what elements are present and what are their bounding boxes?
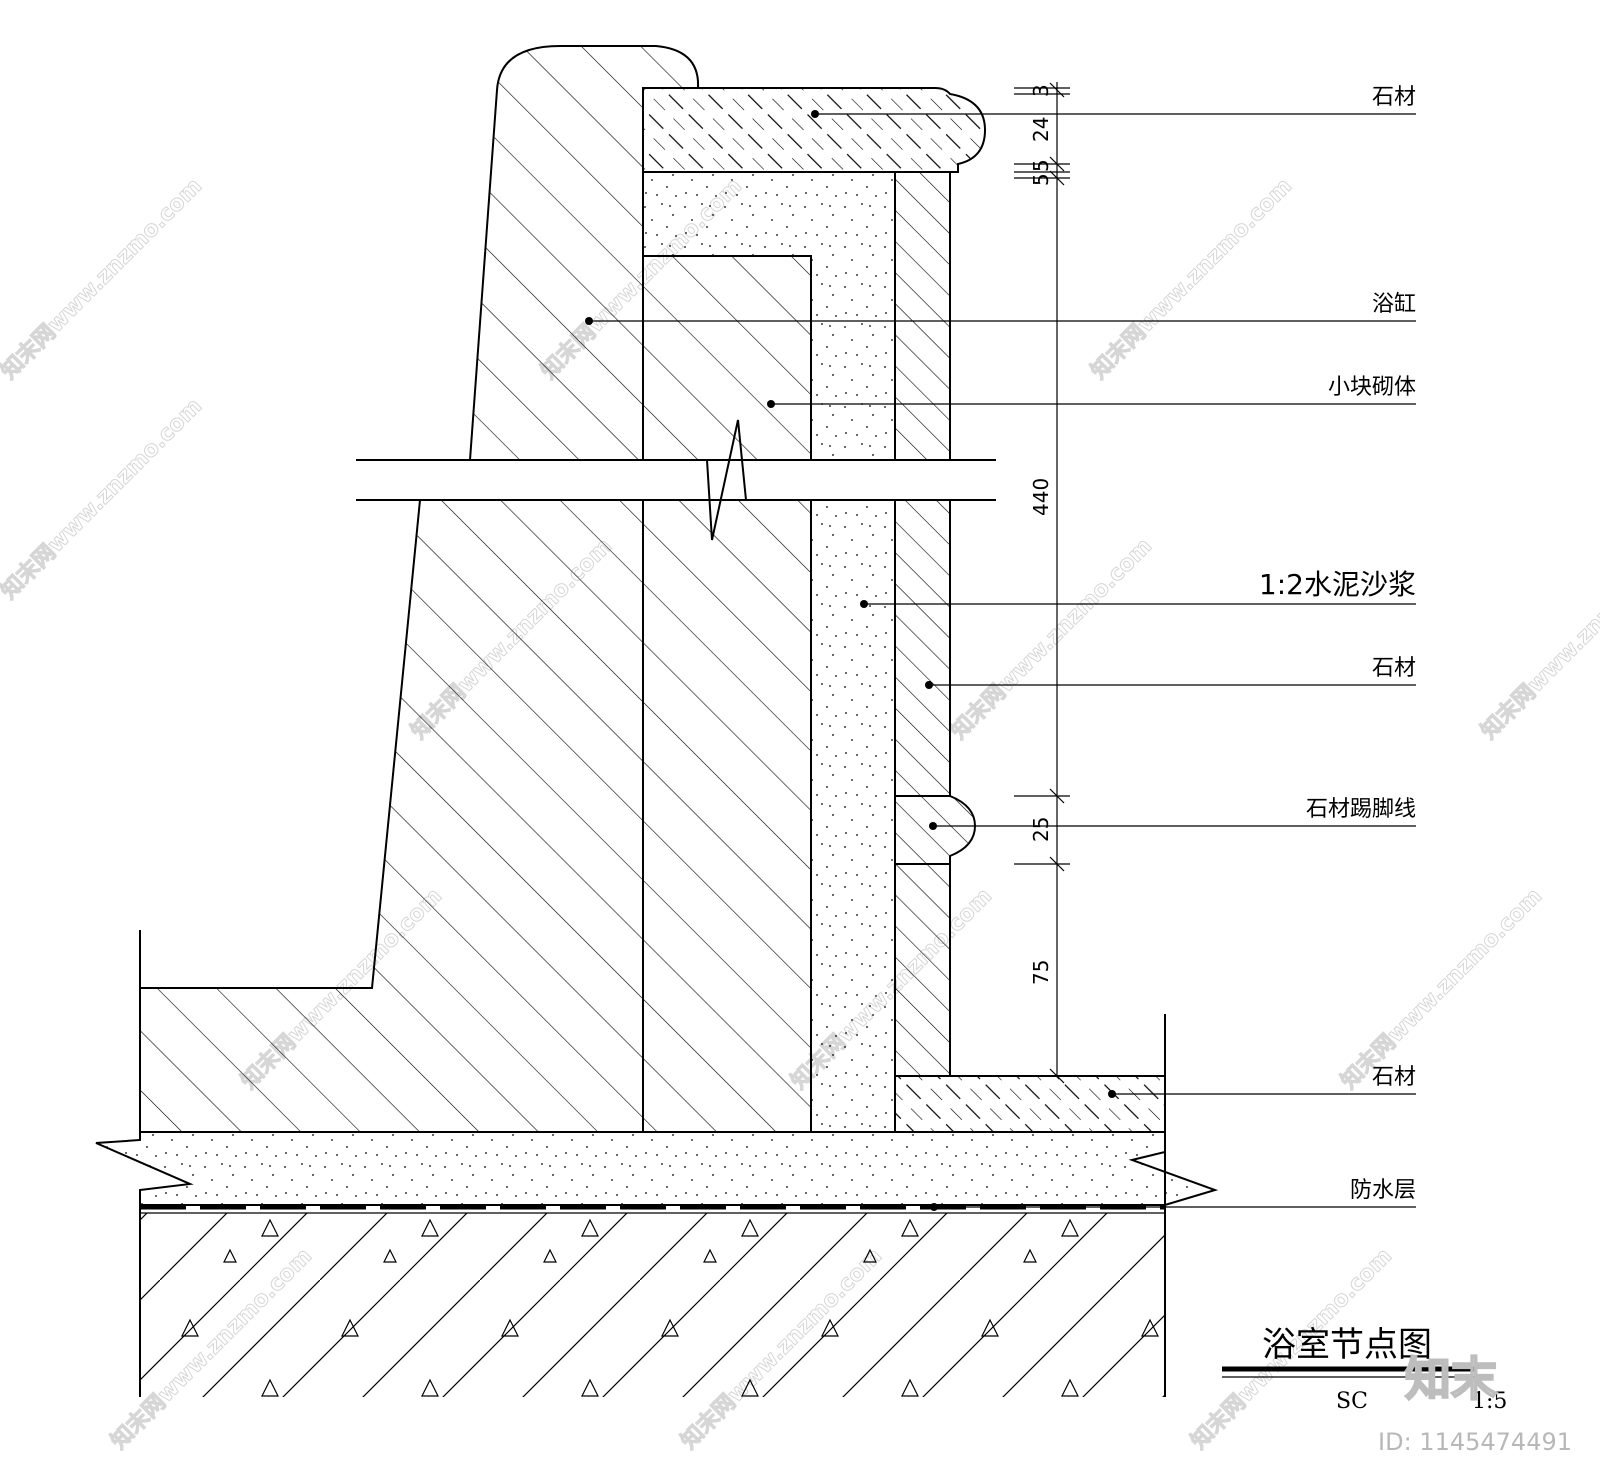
title-block: 浴室节点图 SC 1:5 xyxy=(1222,1325,1507,1414)
watermark-text: 知末网www.znzmo.com xyxy=(1336,883,1547,1094)
leader-stone-top: 石材 xyxy=(811,85,1416,118)
leader-mortar: 1:2水泥沙浆 xyxy=(860,568,1416,608)
drawing-title: 浴室节点图 xyxy=(1262,1325,1432,1365)
dim-25: 25 xyxy=(1029,817,1053,842)
label-bathtub: 浴缸 xyxy=(1372,292,1416,317)
leader-stone-floor: 石材 xyxy=(1108,1065,1416,1098)
leader-waterproof: 防水层 xyxy=(930,1178,1416,1211)
leader-stone-wall: 石材 xyxy=(925,656,1416,689)
label-skirting: 石材踢脚线 xyxy=(1306,797,1416,822)
dim-5b: 5 xyxy=(1029,173,1053,186)
label-waterproof: 防水层 xyxy=(1350,1178,1416,1203)
screed-layer xyxy=(95,1131,1219,1206)
image-id: ID: 1145474491 xyxy=(1378,1428,1572,1456)
dim-440: 440 xyxy=(1029,478,1053,516)
stone-top-slab xyxy=(642,87,987,173)
concrete-slab xyxy=(140,1213,1165,1397)
leader-skirting: 石材踢脚线 xyxy=(929,797,1416,830)
brand-logo: 知末 xyxy=(1405,1352,1497,1406)
dim-75: 75 xyxy=(1029,960,1053,985)
watermark-text: 知末网www.znzmo.com xyxy=(0,393,207,604)
stone-wall-cladding-mid xyxy=(894,499,951,797)
label-stone-wall: 石材 xyxy=(1372,656,1416,681)
break-line xyxy=(356,419,996,541)
bathtub-shell xyxy=(468,45,700,461)
scale-code: SC xyxy=(1336,1389,1368,1414)
watermark-text: 知末网www.znzmo.com xyxy=(0,173,207,384)
bathtub-base xyxy=(139,499,644,1133)
watermark-text: 知末网www.znzmo.com xyxy=(1086,173,1297,384)
leader-bathtub: 浴缸 xyxy=(585,292,1416,325)
label-mortar: 1:2水泥沙浆 xyxy=(1259,568,1416,601)
label-stone-floor: 石材 xyxy=(1372,1065,1416,1090)
watermark-text: 知末网www.znzmo.com xyxy=(946,533,1157,744)
scale-ratio: 1:5 xyxy=(1472,1389,1507,1414)
mortar-layer-lower xyxy=(810,499,896,1133)
masonry-block-upper xyxy=(642,255,812,461)
stone-floor xyxy=(894,1075,1166,1133)
label-masonry: 小块砌体 xyxy=(1328,375,1416,400)
dim-5a: 5 xyxy=(1029,159,1053,172)
dimension-chain: 3 24 5 5 440 25 75 xyxy=(1014,82,1070,1084)
masonry-block-lower xyxy=(642,499,812,1133)
watermark-text: 知末网www.znzmo.com xyxy=(1476,533,1600,744)
stone-skirting-profile xyxy=(894,795,977,865)
stone-wall-cladding-upper xyxy=(894,171,951,461)
label-stone-top: 石材 xyxy=(1372,85,1416,110)
dim-24: 24 xyxy=(1029,117,1053,142)
dim-3: 3 xyxy=(1029,84,1053,97)
leader-masonry: 小块砌体 xyxy=(767,375,1416,408)
stone-wall-cladding-lower xyxy=(894,863,951,1077)
